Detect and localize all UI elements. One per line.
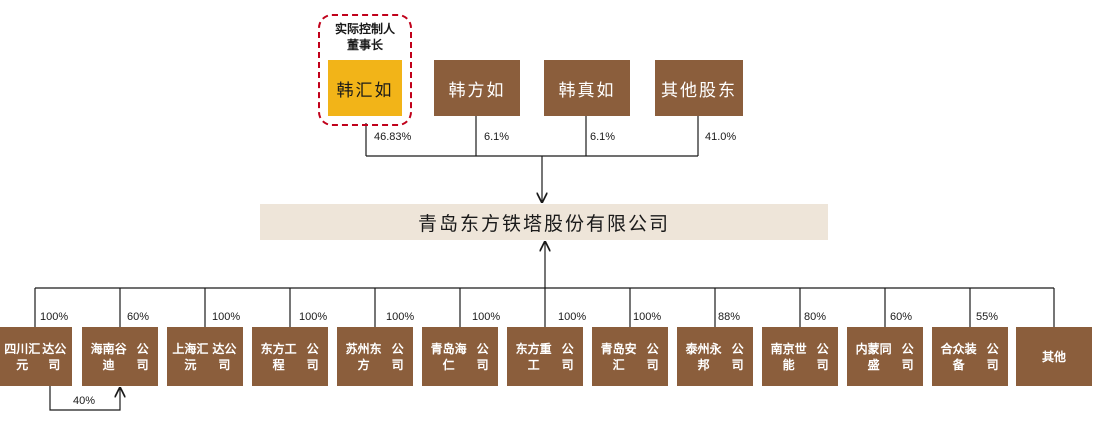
subsidiary-name-line: 青岛海仁 [430, 341, 467, 372]
subsidiary-box: 青岛安汇 公司 [592, 327, 668, 386]
subsidiary-box: 内蒙同盛 公司 [847, 327, 923, 386]
stake-label: 6.1% [484, 131, 510, 143]
stake-label: 100% [299, 311, 328, 323]
stake-label: 46.83% [374, 131, 412, 143]
chairman-title: 董事长 [346, 38, 383, 52]
subsidiary-name-line: 东方重工 [515, 341, 552, 372]
subsidiary-box: 东方工程 公司 [252, 327, 328, 386]
subsidiary-name-line: 其他 [1041, 349, 1066, 364]
shareholder-connectors [365, 116, 699, 202]
subsidiary-name-line: 公司 [136, 341, 149, 372]
subsidiary-name-line: 公司 [646, 341, 659, 372]
cross-holding-stake-label: 40% [73, 395, 96, 407]
stake-label: 41.0% [705, 131, 737, 143]
controller-highlight-frame [318, 14, 412, 126]
subsidiary-box: 苏州东方 公司 [337, 327, 413, 386]
subsidiary-name-line: 海南谷迪 [90, 341, 127, 372]
subsidiary-connectors [34, 242, 1055, 327]
shareholder-box-han-zhenru: 韩真如 [544, 60, 630, 116]
stake-label: 55% [976, 311, 999, 323]
stake-label: 100% [386, 311, 415, 323]
subsidiary-box: 海南谷迪 公司 [82, 327, 158, 386]
stake-label: 60% [127, 311, 150, 323]
subsidiary-box: 上海汇沅 达公司 [167, 327, 243, 386]
stake-label: 100% [212, 311, 241, 323]
stake-label: 100% [472, 311, 501, 323]
stake-label: 100% [558, 311, 587, 323]
subsidiary-box: 青岛海仁 公司 [422, 327, 498, 386]
subsidiary-name-line: 苏州东方 [345, 341, 382, 372]
stake-label: 60% [890, 311, 913, 323]
company-box: 青岛东方铁塔股份有限公司 [260, 204, 828, 240]
subsidiary-name-line: 公司 [731, 341, 744, 372]
subsidiary-name-line: 公司 [986, 341, 999, 372]
subsidiary-box: 东方重工 公司 [507, 327, 583, 386]
shareholder-box-han-huiru: 韩汇如 [328, 60, 402, 116]
subsidiary-box: 泰州永邦 公司 [677, 327, 753, 386]
stake-label: 88% [718, 311, 741, 323]
subsidiary-name-line: 公司 [561, 341, 574, 372]
subsidiary-name-line: 内蒙同盛 [855, 341, 892, 372]
subsidiary-box: 南京世能 公司 [762, 327, 838, 386]
controller-title: 实际控制人 [334, 22, 395, 36]
subsidiary-name-line: 公司 [816, 341, 829, 372]
subsidiary-name-line: 公司 [901, 341, 914, 372]
subsidiary-name-line: 东方工程 [260, 341, 297, 372]
shareholder-box-other: 其他股东 [655, 60, 743, 116]
shareholder-box-han-fangru: 韩方如 [434, 60, 520, 116]
subsidiary-name-line: 达公司 [212, 341, 237, 372]
subsidiary-name-line: 合众装备 [940, 341, 977, 372]
subsidiary-name-line: 泰州永邦 [685, 341, 722, 372]
stake-label: 100% [40, 311, 69, 323]
subsidiary-box: 合众装备 公司 [932, 327, 1008, 386]
stake-label: 6.1% [590, 131, 616, 143]
stake-label: 100% [633, 311, 662, 323]
subsidiary-name-line: 南京世能 [770, 341, 807, 372]
subsidiary-name-line: 达公司 [42, 341, 67, 372]
subsidiary-name-line: 公司 [391, 341, 404, 372]
subsidiary-box-other: 其他 [1016, 327, 1092, 386]
subsidiary-name-line: 公司 [476, 341, 489, 372]
subsidiary-name-line: 青岛安汇 [600, 341, 637, 372]
subsidiary-name-line: 四川汇元 [4, 341, 41, 372]
stake-label: 80% [804, 311, 827, 323]
subsidiary-name-line: 公司 [306, 341, 319, 372]
cross-holding-connector [49, 386, 120, 411]
subsidiary-box: 四川汇元 达公司 [0, 327, 72, 386]
subsidiary-name-line: 上海汇沅 [172, 341, 209, 372]
controller-caption: 实际控制人 董事长 [318, 21, 412, 53]
